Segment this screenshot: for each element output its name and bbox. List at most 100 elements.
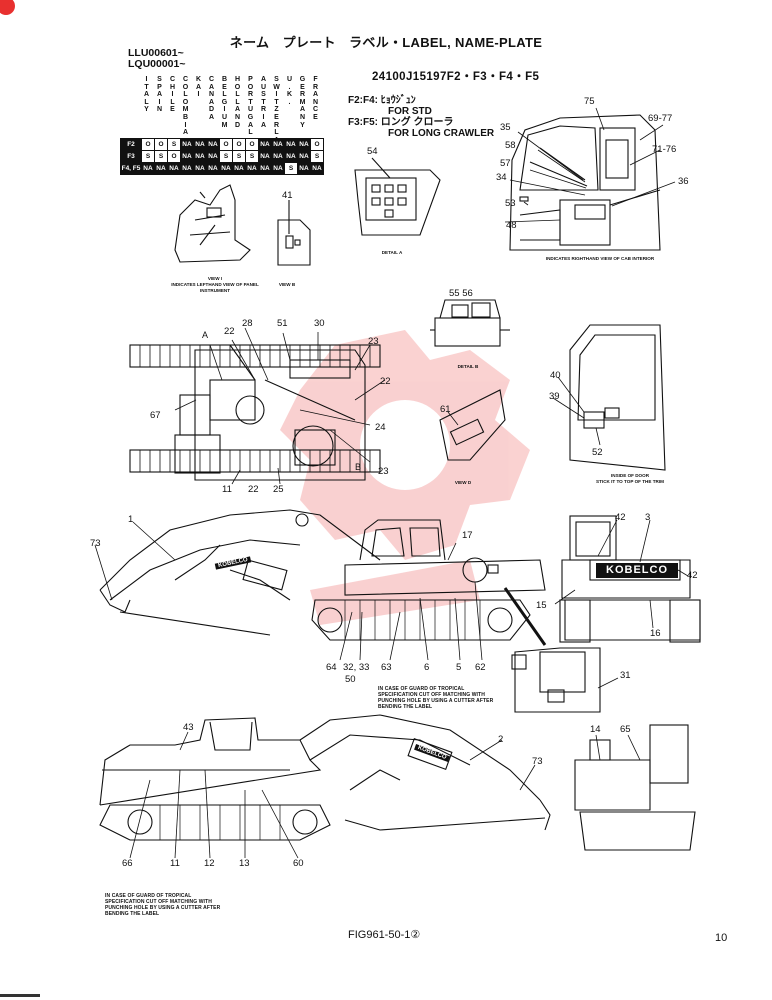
- view-i-drawing: [174, 184, 251, 263]
- table-cell: NA: [167, 162, 181, 175]
- table-cell: O: [167, 150, 181, 163]
- callout-39: 39: [549, 391, 560, 402]
- callout-65: 65: [620, 724, 631, 735]
- table-cell: NA: [193, 150, 207, 163]
- callout-62: 62: [475, 662, 486, 673]
- edge-mark: [0, 994, 40, 997]
- row-label: F4, F5: [120, 162, 142, 175]
- table-cell: NA: [284, 138, 298, 151]
- tropical-note-lower: IN CASE OF GUARD OF TROPICAL SPECIFICATI…: [105, 893, 221, 917]
- callout-23-top: 23: [368, 336, 379, 347]
- callout-66: 66: [122, 858, 133, 869]
- caption-detail-a: DETAIL A: [381, 250, 403, 255]
- table-cell: S: [310, 150, 324, 163]
- table-cell: S: [141, 150, 155, 163]
- caption-view-1-title: VIEW I: [207, 276, 223, 281]
- callout-57: 57: [500, 158, 511, 169]
- table-cell: NA: [206, 162, 220, 175]
- table-cell: S: [245, 150, 259, 163]
- callout-13: 13: [239, 858, 250, 869]
- table-cell: NA: [219, 162, 233, 175]
- table-cell: NA: [154, 162, 168, 175]
- caption-detail-b: DETAIL B: [457, 364, 479, 369]
- table-cell: NA: [206, 150, 220, 163]
- view-d-drawing: [439, 389, 506, 461]
- tropical-note-upper: IN CASE OF GUARD OF TROPICAL SPECIFICATI…: [378, 686, 494, 710]
- callout-48: 48: [506, 220, 517, 231]
- callout-31: 31: [620, 670, 631, 681]
- serial-line-2: LQU00001~: [128, 58, 186, 70]
- table-cell: NA: [271, 162, 285, 175]
- table-cell: NA: [258, 138, 272, 151]
- detail-a-drawing: [354, 157, 441, 236]
- caption-view-b: VIEW B: [278, 282, 296, 287]
- note-f3f5-en: FOR LONG CRAWLER: [388, 128, 495, 139]
- callout-73-bottom: 73: [532, 756, 543, 767]
- callout-71-76: 71-76: [652, 144, 677, 155]
- callout-1: 1: [128, 514, 134, 525]
- table-cell: S: [167, 138, 181, 151]
- table-cell: NA: [180, 150, 194, 163]
- note-f2f4: F2:F4: ﾋｮｳｼﾞｭﾝ: [348, 95, 416, 106]
- caption-view-d: VIEW D: [454, 480, 472, 485]
- table-cell: NA: [258, 162, 272, 175]
- note-f3f5: F3:F5: ロング クローラ: [348, 117, 454, 128]
- callout-35: 35: [500, 122, 511, 133]
- callout-52: 52: [592, 447, 603, 458]
- callout-67: 67: [150, 410, 161, 421]
- table-cell: NA: [180, 138, 194, 151]
- caption-view-1: VIEW I INDICATES LEFTHAND VIEW OF PANEL …: [160, 276, 270, 294]
- callout-22-bottom: 22: [248, 484, 259, 495]
- rear-view-lower: [574, 724, 696, 851]
- table-cell: S: [284, 162, 298, 175]
- table-cell: O: [141, 138, 155, 151]
- callout-43: 43: [183, 722, 194, 733]
- table-cell: NA: [310, 162, 324, 175]
- callout-34: 34: [496, 172, 507, 183]
- caption-door: INSIDE OF DOOR STICK IT TO TOP OF THE TR…: [580, 473, 680, 485]
- callout-36: 36: [678, 176, 689, 187]
- country-header: U.K.: [286, 76, 293, 106]
- table-cell: NA: [206, 138, 220, 151]
- plan-view-drawing: [129, 344, 381, 481]
- guard-drawing: [511, 647, 601, 713]
- view-b-drawing: [277, 200, 311, 266]
- callout-a: A: [202, 330, 209, 340]
- callout-6: 6: [424, 662, 430, 673]
- callout-53: 53: [505, 198, 516, 209]
- table-cell: O: [219, 138, 233, 151]
- row-label: F3: [120, 150, 142, 163]
- table-cell: NA: [284, 150, 298, 163]
- callout-69-77: 69-77: [648, 113, 673, 124]
- callout-12: 12: [204, 858, 215, 869]
- table-cell: O: [310, 138, 324, 151]
- table-cell: O: [245, 138, 259, 151]
- table-cell: NA: [258, 150, 272, 163]
- callout-58: 58: [505, 140, 516, 151]
- caption-door-sub: STICK IT TO TOP OF THE TRIM: [596, 479, 664, 484]
- callout-22-right: 22: [380, 376, 391, 387]
- table-cell: NA: [297, 150, 311, 163]
- table-cell: S: [219, 150, 233, 163]
- serial-line-1: LLU00601~: [128, 47, 184, 59]
- door-drawing: [569, 324, 666, 471]
- table-cell: NA: [232, 162, 246, 175]
- callout-55-56: 55 56: [449, 288, 473, 299]
- page-title: ネーム プレート ラベル・LABEL, NAME-PLATE: [229, 35, 543, 50]
- kobelco-plate: KOBELCO: [596, 563, 678, 578]
- callout-30: 30: [314, 318, 325, 329]
- callout-64: 64: [326, 662, 337, 673]
- table-cell: O: [232, 138, 246, 151]
- callout-14: 14: [590, 724, 601, 735]
- callout-5: 5: [456, 662, 462, 673]
